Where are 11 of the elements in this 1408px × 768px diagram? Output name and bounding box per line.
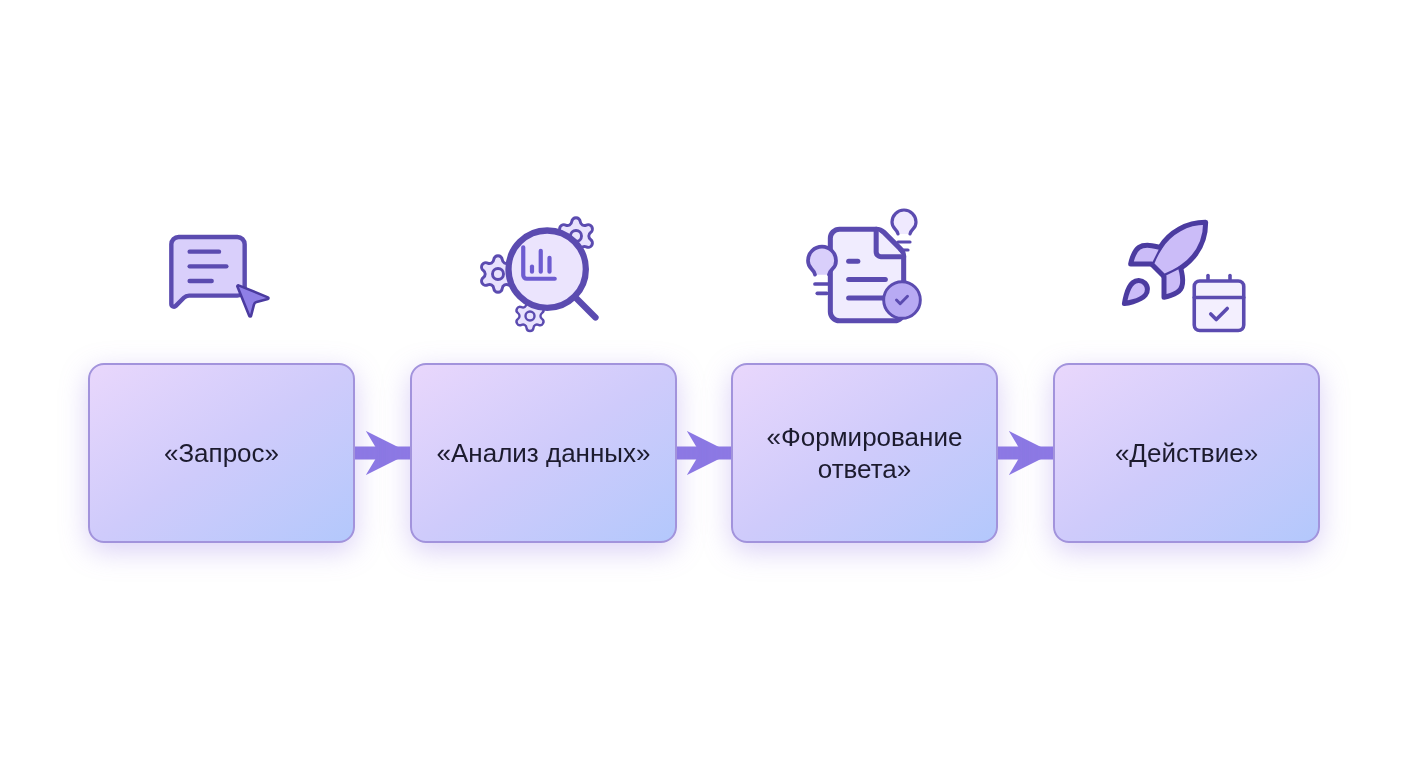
process-box	[731, 363, 998, 543]
arrow	[355, 430, 410, 476]
step-label: «Действие»	[1114, 436, 1259, 470]
step-label: «Запрос»	[163, 436, 280, 470]
arrow	[998, 430, 1053, 476]
process-box	[88, 363, 355, 543]
process-box	[1053, 363, 1320, 543]
arrow	[677, 430, 731, 476]
process-box	[410, 363, 677, 543]
step-label: «Анализ данных»	[436, 436, 651, 470]
step-label: «Формирование ответа»	[765, 420, 964, 486]
